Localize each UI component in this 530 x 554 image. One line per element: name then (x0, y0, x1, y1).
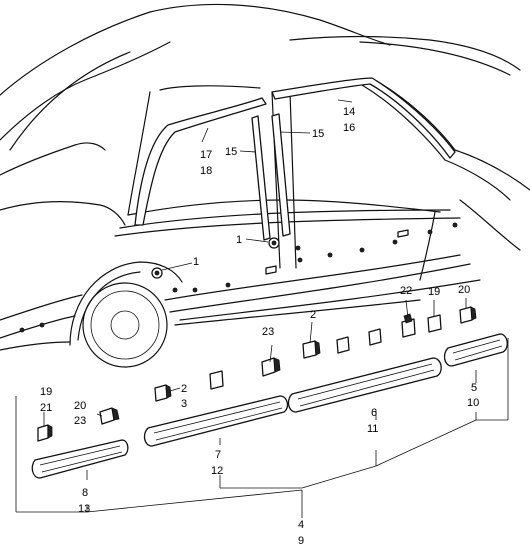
callout-13: 13 (78, 503, 90, 515)
window-moulding-rear-door (134, 97, 267, 226)
callout-2: 2 (181, 383, 187, 395)
callout-22: 22 (400, 285, 412, 297)
moulding-rear-quarter (31, 439, 129, 479)
callout-17: 17 (200, 149, 212, 161)
callout-5: 5 (471, 382, 477, 394)
callout-10: 10 (467, 397, 479, 409)
callout-11: 11 (367, 423, 378, 435)
callout-19: 19 (428, 286, 440, 298)
moulding-front-fender (443, 333, 508, 367)
body-emblems (151, 229, 409, 279)
callout-4: 4 (298, 519, 304, 531)
callout-15: 15 (312, 128, 324, 140)
callout-16: 16 (343, 122, 355, 134)
callout-19: 19 (40, 386, 52, 398)
callout-2: 2 (310, 309, 316, 321)
callout-9: 9 (298, 535, 304, 547)
callout-18: 18 (200, 165, 212, 177)
callout-20: 20 (74, 400, 86, 412)
moulding-rear-door (143, 395, 289, 447)
window-moulding-front-door (271, 77, 456, 159)
callout-15: 15 (225, 146, 237, 158)
callout-23: 23 (74, 415, 86, 427)
callout-14: 14 (343, 106, 355, 118)
callout-7: 7 (215, 449, 221, 461)
car-body (0, 3, 530, 368)
callout-8: 8 (82, 487, 88, 499)
callout-23: 23 (262, 326, 274, 338)
callout-21: 21 (40, 402, 52, 414)
callout-1: 1 (236, 234, 242, 246)
callout-1: 1 (193, 256, 199, 268)
leader-lines (15, 99, 509, 518)
moulding-front-door (287, 357, 442, 413)
callout-20: 20 (458, 284, 470, 296)
callout-12: 12 (211, 465, 223, 477)
callout-numbers: 1122349510611712813141615151718191920202… (40, 106, 479, 547)
center-pillar-mouldings (251, 113, 291, 241)
clip-parts (37, 306, 477, 442)
callout-6: 6 (371, 407, 377, 419)
callout-3: 3 (181, 398, 187, 410)
